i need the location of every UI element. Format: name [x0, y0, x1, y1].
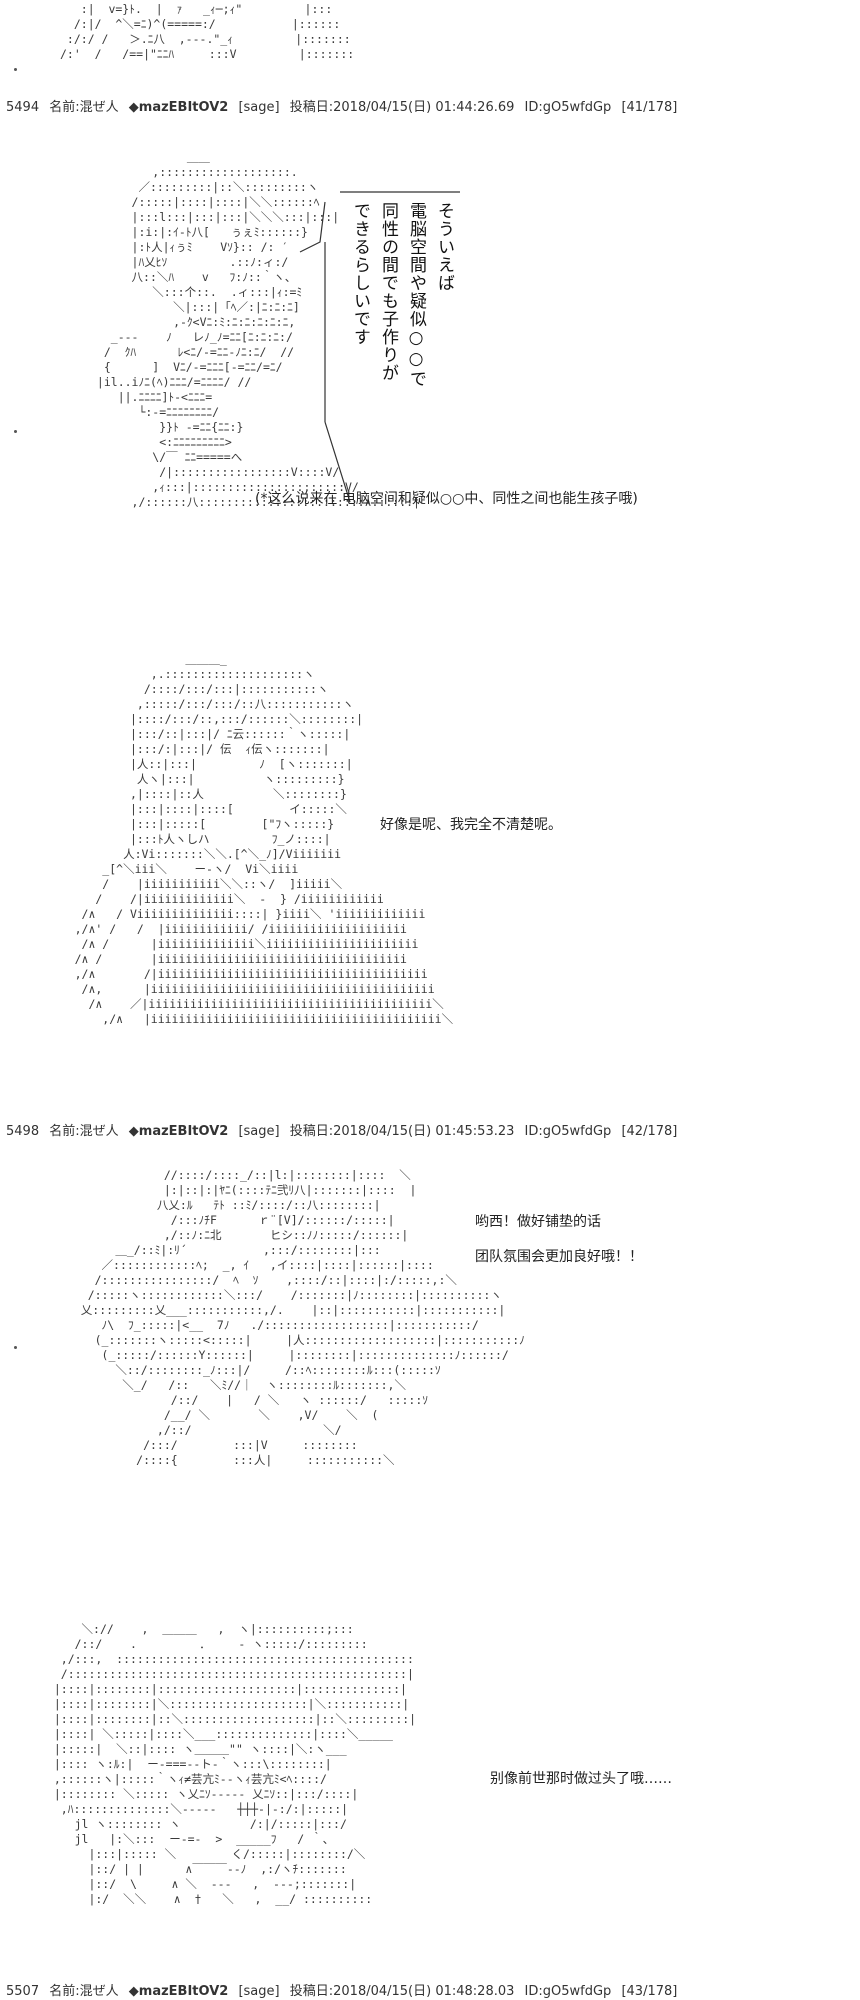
name-label: 名前:	[49, 1124, 80, 1139]
name-label: 名前:	[49, 100, 80, 115]
poster-name: 混ぜ人	[79, 1984, 119, 1999]
bubble-line-4: できるらしいです	[350, 202, 370, 346]
poster-id: ID:gO5wfdGp	[524, 1124, 612, 1139]
translation-caption-2: 好像是呢、我完全不清楚呢。	[380, 817, 562, 833]
tripcode: ◆mazEBItOV2	[128, 1984, 229, 1999]
speech-bubble-outline	[299, 191, 460, 503]
date-label: 投稿日:	[289, 100, 334, 115]
post-number: 5494	[6, 100, 40, 115]
name-label: 名前:	[49, 1984, 80, 1999]
translation-caption-3b: 团队氛围会更加良好哦！！	[475, 1249, 643, 1265]
post-count: [41/178]	[621, 100, 678, 115]
post-count: [43/178]	[621, 1984, 678, 1999]
mail-field: [sage]	[238, 1984, 280, 1999]
poster-id: ID:gO5wfdGp	[524, 1984, 612, 1999]
bubble-line-1: そういえば	[434, 202, 454, 292]
post-number: 5507	[6, 1984, 40, 1999]
ascii-art-character-3: //::::/::::_/::|l:|::::::::|:::: ＼ |:|::…	[80, 1168, 525, 1467]
translation-caption-4: 别像前世那时做过头了哦……	[490, 1771, 672, 1787]
speech-bubble-vertical: そういえば 電脳空間や疑似○○で 同性の間でも子作りが できるらしいです	[299, 182, 460, 503]
post-number: 5498	[6, 1124, 40, 1139]
margin-dot	[14, 430, 17, 433]
post-date: 2018/04/15(日) 01:45:53.23	[333, 1124, 515, 1139]
mail-field: [sage]	[238, 100, 280, 115]
poster-name: 混ぜ人	[79, 1124, 119, 1139]
ascii-art-character-1: ＿＿ ,:::::::::::::::::::. ／:::::::::|::＼:…	[96, 150, 420, 509]
post-header: 5494 名前:混ぜ人 ◆mazEBItOV2 [sage] 投稿日:2018/…	[6, 96, 677, 115]
mail-field: [sage]	[238, 1124, 280, 1139]
translation-caption-1: (*这么说来在 电脑空间和疑似○○中、同性之间也能生孩子哦)	[255, 491, 638, 507]
date-label: 投稿日:	[289, 1984, 334, 1999]
bubble-line-2: 電脳空間や疑似○○で	[406, 202, 426, 388]
ascii-art-character-2: ＿＿＿_ ,.::::::::::::::::::::ヽ /::::/:::/:…	[74, 652, 454, 1026]
tripcode: ◆mazEBItOV2	[128, 100, 229, 115]
ascii-art-top-fragment: :| v=}ﾄ. | ｧ _ｨ─;ｨ" |::: /:|/ ^＼=ﾆ)^(===…	[60, 2, 355, 61]
date-label: 投稿日:	[289, 1124, 334, 1139]
post-date: 2018/04/15(日) 01:48:28.03	[333, 1984, 515, 1999]
margin-dot	[14, 1346, 17, 1349]
post-date: 2018/04/15(日) 01:44:26.69	[333, 100, 515, 115]
post-header: 5498 名前:混ぜ人 ◆mazEBItOV2 [sage] 投稿日:2018/…	[6, 1120, 677, 1139]
poster-id: ID:gO5wfdGp	[524, 100, 612, 115]
tripcode: ◆mazEBItOV2	[128, 1124, 229, 1139]
translation-caption-3a: 哟西！做好铺垫的话	[475, 1214, 601, 1230]
margin-dot	[14, 68, 17, 71]
ascii-art-character-4: ＼:// , ＿＿＿ , ヽ|::::::::::;::: /::/ . ． -…	[53, 1622, 417, 1906]
post-header: 5507 名前:混ぜ人 ◆mazEBItOV2 [sage] 投稿日:2018/…	[6, 1980, 677, 1999]
post-count: [42/178]	[621, 1124, 678, 1139]
bubble-line-3: 同性の間でも子作りが	[378, 202, 398, 382]
poster-name: 混ぜ人	[79, 100, 119, 115]
